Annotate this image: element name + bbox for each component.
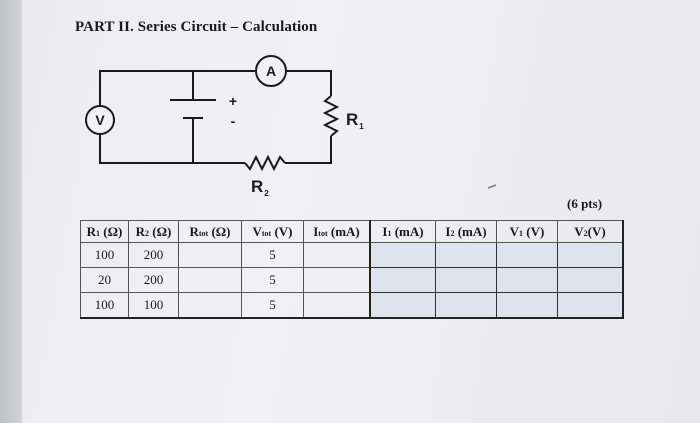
voltmeter-label: V	[95, 112, 105, 128]
stray-pen-mark	[487, 184, 497, 189]
cell-i1-answer[interactable]	[369, 242, 436, 268]
cell-r2: 200	[128, 242, 179, 268]
cell-vtot: 5	[241, 292, 304, 319]
circuit-wire-bottom	[99, 132, 245, 164]
cell-r2: 100	[128, 292, 179, 319]
cell-r1: 100	[80, 292, 129, 319]
cell-v1-answer[interactable]	[496, 242, 558, 268]
resistor-r1-label: R1	[346, 110, 364, 131]
header-v2: V2(V)	[557, 220, 624, 243]
cell-i1-answer[interactable]	[369, 267, 436, 293]
cell-i2-answer[interactable]	[435, 267, 497, 293]
cell-v1-answer[interactable]	[496, 292, 558, 319]
cell-v1-answer[interactable]	[496, 267, 558, 293]
table-header-row: R1 (Ω) R2 (Ω) Rtot (Ω) Vtot (V) Itot (mA…	[80, 220, 624, 243]
header-r2: R2 (Ω)	[128, 220, 179, 243]
cell-i2-answer[interactable]	[435, 242, 497, 268]
cell-r1: 20	[80, 267, 129, 293]
cell-r1: 100	[80, 242, 129, 268]
cell-v2-answer[interactable]	[557, 292, 624, 319]
header-i2: I2 (mA)	[435, 220, 497, 243]
voltmeter-icon	[85, 105, 115, 135]
cell-vtot: 5	[241, 267, 304, 293]
resistor-r2-icon	[244, 154, 286, 172]
cell-v2-answer[interactable]	[557, 242, 624, 268]
header-vtot: Vtot (V)	[241, 220, 304, 243]
calculation-table: R1 (Ω) R2 (Ω) Rtot (Ω) Vtot (V) Itot (mA…	[80, 220, 624, 319]
circuit-wire-top-right	[286, 70, 332, 96]
ammeter-label: A	[266, 63, 276, 79]
cell-rtot[interactable]	[178, 242, 242, 268]
header-i1: I1 (mA)	[369, 220, 436, 243]
header-itot: Itot (mA)	[303, 220, 371, 243]
circuit-wire-right	[285, 136, 332, 164]
resistor-r1-icon	[322, 95, 340, 137]
table-row: 20 200 5	[80, 267, 624, 293]
table-row: 100 200 5	[80, 242, 624, 268]
cell-v2-answer[interactable]	[557, 267, 624, 293]
ammeter-icon	[255, 55, 287, 87]
cell-rtot[interactable]	[178, 267, 242, 293]
cell-rtot[interactable]	[178, 292, 242, 319]
cell-vtot: 5	[241, 242, 304, 268]
header-rtot: Rtot (Ω)	[178, 220, 242, 243]
page-edge-shadow	[0, 0, 22, 423]
circuit-wire-top-left	[99, 70, 256, 120]
cell-itot[interactable]	[303, 242, 371, 268]
header-v1: V1 (V)	[496, 220, 558, 243]
cell-itot[interactable]	[303, 292, 371, 319]
header-r1: R1 (Ω)	[80, 220, 129, 243]
table-row: 100 100 5	[80, 292, 624, 319]
section-title: PART II. Series Circuit – Calculation	[75, 19, 318, 35]
cell-i2-answer[interactable]	[435, 292, 497, 319]
battery-plus-sign: +	[229, 93, 237, 109]
cell-r2: 200	[128, 267, 179, 293]
battery-minus-sign: -	[231, 113, 236, 129]
cell-itot[interactable]	[303, 267, 371, 293]
cell-i1-answer[interactable]	[369, 292, 436, 319]
points-label: (6 pts)	[567, 196, 603, 211]
resistor-r2-label: R2	[251, 177, 269, 198]
